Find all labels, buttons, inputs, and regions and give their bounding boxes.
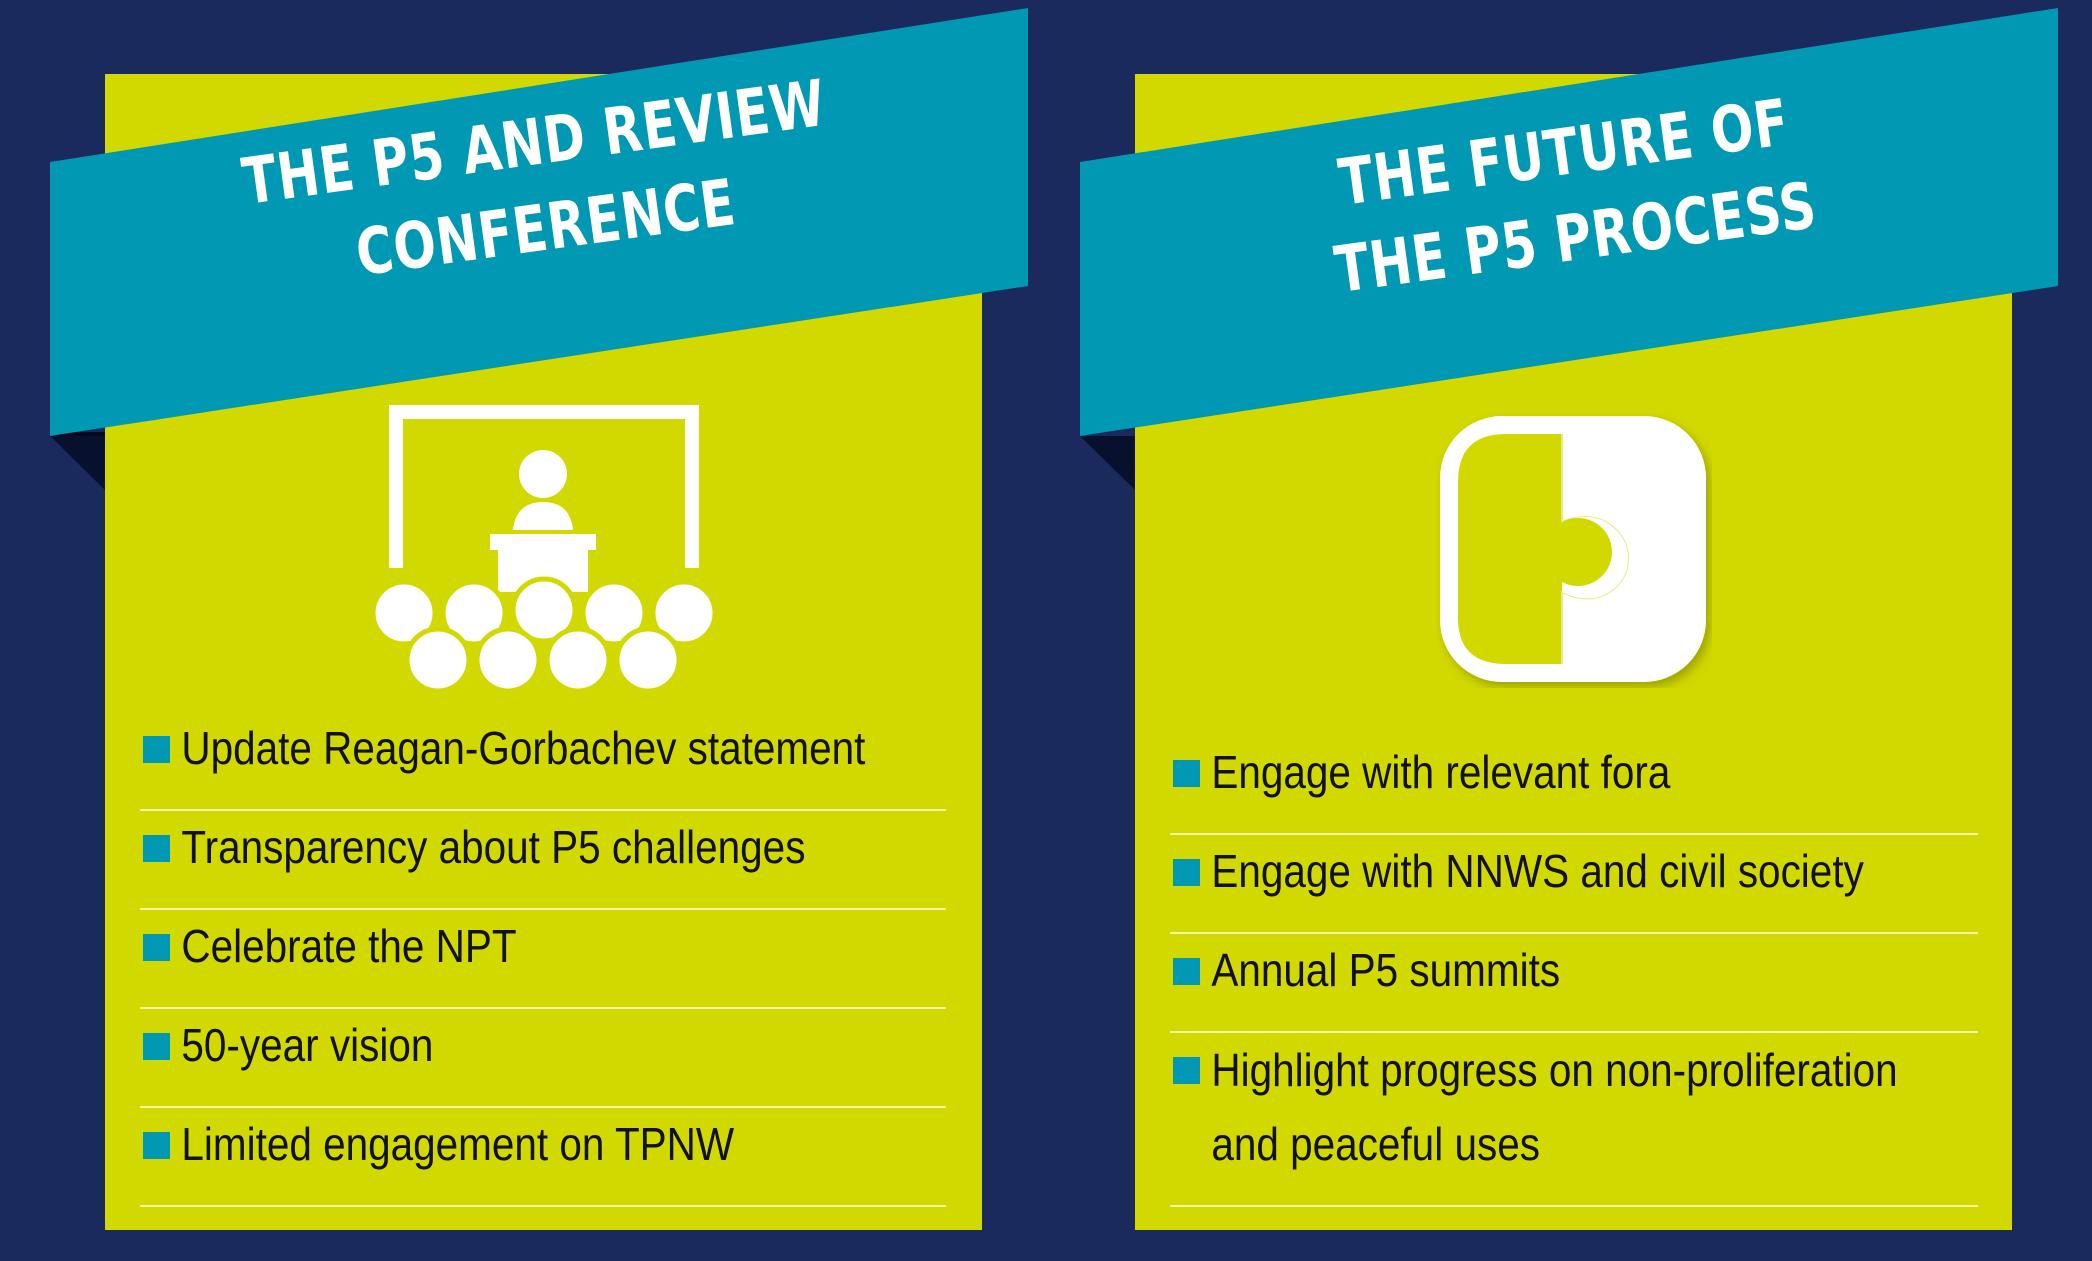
bullet-square-icon <box>1173 958 1200 985</box>
list-item: Engage with NNWS and civil society <box>1170 835 1978 934</box>
bullet-square-icon <box>143 1033 170 1060</box>
list-item: 50-year vision <box>140 1009 946 1108</box>
bullet-list-right: Engage with relevant fora Engage with NN… <box>1170 736 1978 1207</box>
bullet-square-icon <box>143 736 170 763</box>
bullet-square-icon <box>1173 1057 1200 1084</box>
list-item-label: 50-year vision <box>181 1019 434 1071</box>
list-item-label: Limited engagement on TPNW <box>181 1118 735 1170</box>
list-item: Celebrate the NPT <box>140 910 946 1009</box>
bullet-square-icon <box>1173 859 1200 886</box>
bullet-square-icon <box>143 934 170 961</box>
bullet-square-icon <box>1173 760 1200 787</box>
list-item: Annual P5 summits <box>1170 934 1978 1033</box>
list-item-label: Highlight progress on non-proliferation <box>1211 1044 1898 1096</box>
list-item-label: Celebrate the NPT <box>181 920 517 972</box>
list-item-label: Update Reagan-Gorbachev statement <box>181 722 866 774</box>
puzzle-piece-icon <box>1436 412 1712 693</box>
list-item-label: Annual P5 summits <box>1211 944 1561 996</box>
list-item-label: Engage with NNWS and civil society <box>1211 845 1864 897</box>
list-item: Transparency about P5 challenges <box>140 811 946 910</box>
conference-audience-icon <box>366 398 726 703</box>
bullet-square-icon <box>143 1132 170 1159</box>
list-item-label: Transparency about P5 challenges <box>181 821 806 873</box>
list-item: Highlight progress on non-proliferation … <box>1170 1033 1978 1207</box>
list-item-label-continued: and peaceful uses <box>1211 1118 1540 1170</box>
list-item: Engage with relevant fora <box>1170 736 1978 835</box>
bullet-square-icon <box>143 835 170 862</box>
list-item-label: Engage with relevant fora <box>1211 746 1671 798</box>
list-item: Update Reagan-Gorbachev statement <box>140 712 946 811</box>
bullet-list-left: Update Reagan-Gorbachev statement Transp… <box>140 712 946 1207</box>
list-item: Limited engagement on TPNW <box>140 1108 946 1207</box>
